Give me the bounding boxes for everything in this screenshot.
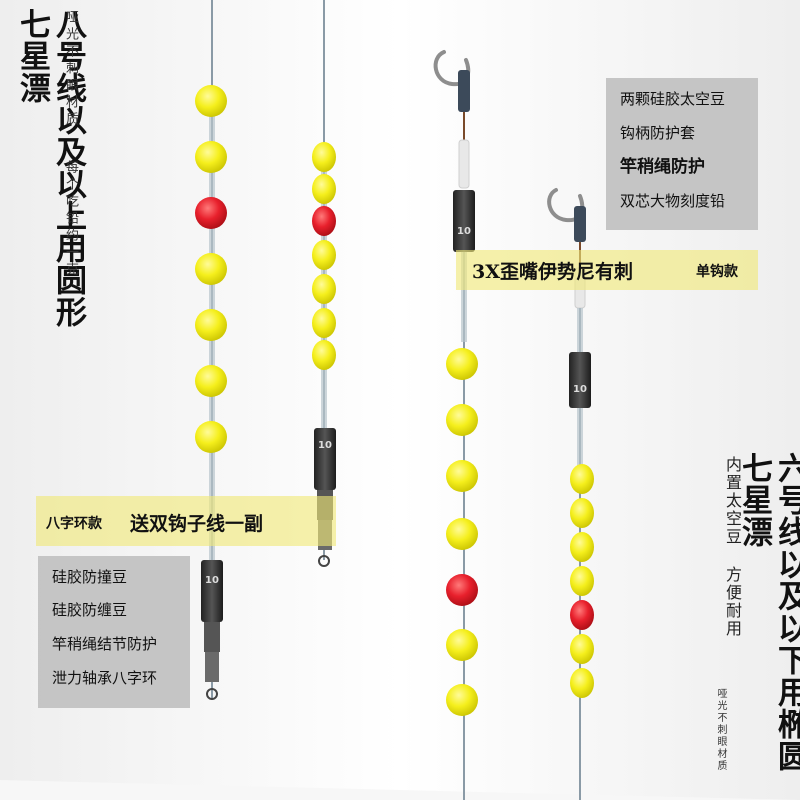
rig-2-red-bead — [312, 206, 336, 236]
rig-3-yellow-bead — [446, 348, 478, 380]
sinker-label-3: 10 — [457, 226, 471, 237]
rig-1: 10 — [195, 0, 227, 700]
right-subtitle-beads: 内置太空豆 — [723, 456, 742, 546]
rig-3-red-bead — [446, 574, 478, 606]
rig-3-yellow-bead — [446, 460, 478, 492]
rig-2-yellow-bead — [312, 340, 336, 370]
rig-1-yellow-bead — [195, 421, 227, 453]
rig-4-yellow-bead — [570, 566, 594, 596]
feature-tip-rope-protection: 竿稍绳防护 — [620, 157, 705, 177]
swivel-band: 八字环款 送双钩子线一副 — [36, 496, 336, 546]
swivel-band-title: 送双钩子线一副 — [130, 513, 264, 535]
rig-2-yellow-bead — [312, 174, 336, 204]
feature-anti-tangle-bead: 硅胶防缠豆 — [52, 601, 128, 619]
rig-4-yellow-bead — [570, 532, 594, 562]
rig-2-yellow-bead — [312, 240, 336, 270]
hook-band: 3X歪嘴伊势尼有刺 单钩款 — [456, 250, 758, 290]
rig-1-yellow-bead — [195, 253, 227, 285]
rig-1-yellow-bead — [195, 309, 227, 341]
rig-3-yellow-bead — [446, 518, 478, 550]
rig-1-yellow-bead — [195, 365, 227, 397]
rig-3: 10 — [433, 50, 478, 800]
rig-2-yellow-bead — [312, 274, 336, 304]
left-title: 八号线以及以上用圆形七星漂 — [14, 8, 86, 328]
feature-box-bottom-left: 硅胶防撞豆 硅胶防缠豆 竿稍绳结节防护 泄力轴承八字环 — [38, 556, 190, 708]
feature-box-top-right: 两颗硅胶太空豆 钩柄防护套 竿稍绳防护 双芯大物刻度铅 — [606, 78, 758, 230]
rig-4-yellow-bead — [570, 668, 594, 698]
rig-1-yellow-bead — [195, 141, 227, 173]
rig-2-yellow-bead — [312, 308, 336, 338]
rig-4-yellow-bead — [570, 498, 594, 528]
left-subtitle-material: 哑光不刺眼材质 — [63, 10, 78, 129]
hook-band-note: 单钩款 — [696, 264, 738, 280]
feature-anti-collision-bead: 硅胶防撞豆 — [52, 568, 128, 586]
rig-4-yellow-bead — [570, 464, 594, 494]
right-subtitle-durable: 方便耐用 — [723, 566, 742, 638]
rig-4-red-bead — [570, 600, 594, 630]
feature-bearing-swivel: 泄力轴承八字环 — [52, 669, 158, 687]
swivel-band-note: 八字环款 — [46, 516, 102, 532]
right-subtitle-material: 哑光不刺眼材质 — [715, 688, 726, 772]
left-subtitle-weight: 每个吃铅约一克 — [63, 160, 78, 279]
feature-dual-core-sinker: 双芯大物刻度铅 — [620, 192, 726, 210]
rig-4: 10 — [547, 188, 594, 800]
rig-3-yellow-bead — [446, 404, 478, 436]
sinker-label-1: 10 — [205, 575, 219, 586]
right-title: 六号线以及以下用椭圆七星漂 — [736, 452, 800, 772]
rig-3-yellow-bead — [446, 684, 478, 716]
rig-1-yellow-bead — [195, 85, 227, 117]
feature-silicone-beads: 两颗硅胶太空豆 — [620, 90, 726, 108]
feature-shank-sleeve: 钩柄防护套 — [620, 124, 696, 142]
rig-2-yellow-bead — [312, 142, 336, 172]
sinker-label-2: 10 — [318, 440, 332, 451]
rig-4-yellow-bead — [570, 634, 594, 664]
rig-3-yellow-bead — [446, 629, 478, 661]
hook-band-title: 3X歪嘴伊势尼有刺 — [472, 261, 633, 283]
sinker-label-4: 10 — [573, 384, 587, 395]
feature-knot-protection: 竿稍绳结节防护 — [52, 635, 158, 653]
rig-1-red-bead — [195, 197, 227, 229]
